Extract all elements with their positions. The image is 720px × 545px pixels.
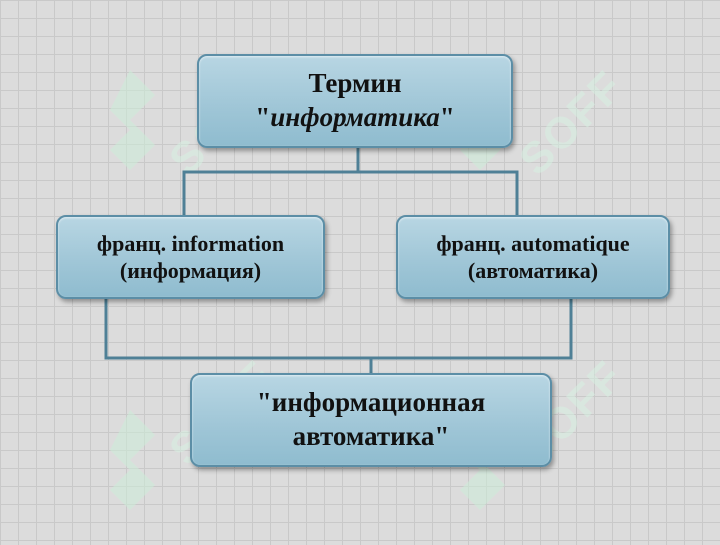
node-left-line2: (информация) [119, 258, 262, 283]
connector-right-to-bottom [371, 299, 573, 360]
node-bottom-line1: "информационная [256, 387, 486, 418]
node-left-line1: франц. information [96, 230, 285, 256]
node-top-line2-wrapper: "информатика" [255, 101, 455, 135]
node-top-line1: Термин [308, 68, 402, 99]
connector-left-to-bottom [104, 299, 373, 373]
node-top-line2: информатика [270, 102, 440, 132]
node-information: франц. information (информация) [56, 215, 325, 299]
quote-open: " [255, 102, 271, 132]
node-term-informatika: Термин "информатика" [197, 54, 513, 148]
node-automatique: франц. automatique (автоматика) [396, 215, 670, 299]
node-informational-automation: "информационная автоматика" [190, 373, 552, 467]
node-right-line1: франц. automatique [436, 230, 630, 256]
connector-top-to-right [358, 170, 519, 215]
connector-top-to-left [182, 148, 360, 215]
quote-close: " [439, 102, 455, 132]
node-right-line2: (автоматика) [467, 258, 599, 283]
node-bottom-line2: автоматика" [292, 421, 450, 451]
